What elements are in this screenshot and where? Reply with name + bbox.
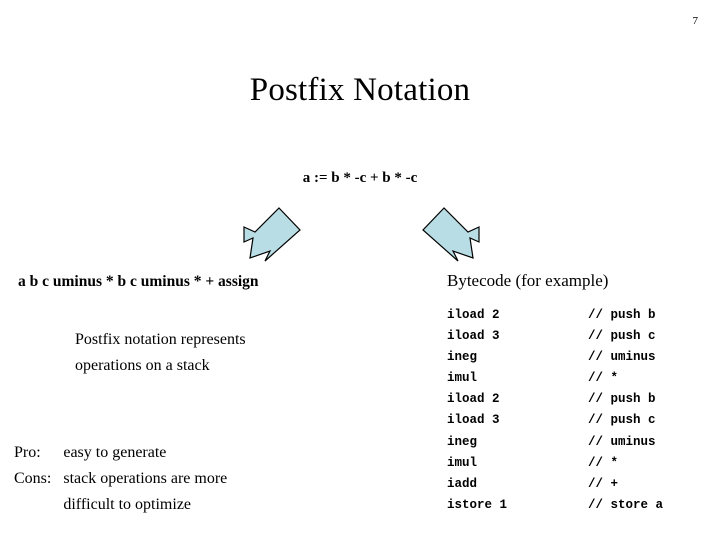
- bytecode-comment: // *: [588, 371, 619, 386]
- bytecode-row: ineg // uminus: [447, 347, 663, 368]
- bytecode-comment: // push c: [588, 413, 656, 428]
- bytecode-row: imul // *: [447, 368, 663, 389]
- bytecode-comment: // push b: [588, 392, 656, 407]
- bytecode-op: ineg: [447, 350, 478, 365]
- table-row: difficult to optimize: [14, 492, 227, 518]
- bytecode-comment: // push c: [588, 329, 656, 344]
- bytecode-op: iload 2: [447, 392, 500, 407]
- bytecode-comment: // store a: [588, 497, 664, 512]
- bytecode-row: imul // *: [447, 453, 663, 474]
- bytecode-row: iload 2 // push b: [447, 305, 663, 326]
- explanation-line: Postfix notation represents: [75, 331, 246, 348]
- cons-text: stack operations are more: [63, 470, 228, 487]
- cons-label: Cons:: [14, 470, 52, 487]
- explanation-line: operations on a stack: [75, 357, 210, 374]
- pros-cons-table: Pro: easy to generate Cons: stack operat…: [14, 440, 227, 518]
- bytecode-listing: iload 2 // push b iload 3 // push c ineg //…: [447, 305, 663, 516]
- bytecode-op: ineg: [447, 434, 478, 449]
- bytecode-op: iload 3: [447, 329, 500, 344]
- bytecode-row: ineg // uminus: [447, 432, 663, 453]
- pro-label: Pro:: [14, 444, 41, 461]
- pro-text: easy to generate: [63, 444, 167, 461]
- arrow-down-right-icon: [422, 207, 480, 262]
- bytecode-op: imul: [447, 371, 478, 386]
- bytecode-comment: // uminus: [588, 434, 656, 449]
- bytecode-op: imul: [447, 455, 478, 470]
- bytecode-comment: // +: [588, 476, 619, 491]
- arrow-down-left-icon: [243, 207, 301, 262]
- cons-text-continuation: difficult to optimize: [63, 496, 192, 513]
- bytecode-comment: // *: [588, 455, 619, 470]
- table-row: Pro: easy to generate: [14, 440, 227, 466]
- page-number: 7: [692, 15, 699, 27]
- explanation-text: Postfix notation represents operations o…: [75, 327, 375, 379]
- page-title: Postfix Notation: [249, 72, 471, 108]
- bytecode-op: iadd: [447, 476, 478, 491]
- bytecode-op: iload 2: [447, 308, 500, 322]
- bytecode-heading: Bytecode (for example): [447, 271, 609, 290]
- source-expression: a := b * -c + b * -c: [302, 170, 418, 186]
- bytecode-op: iload 3: [447, 413, 500, 428]
- bytecode-comment: // push b: [588, 308, 656, 322]
- bytecode-row: iadd // +: [447, 474, 663, 495]
- bytecode-row: iload 3 // push c: [447, 410, 663, 431]
- bytecode-row: iload 2 // push b: [447, 389, 663, 410]
- postfix-expression: a b c uminus * b c uminus * + assign: [18, 273, 259, 290]
- bytecode-comment: // uminus: [588, 350, 656, 365]
- bytecode-op: istore 1: [447, 497, 508, 512]
- bytecode-row: iload 3 // push c: [447, 326, 663, 347]
- cons-label-continuation: [14, 492, 63, 518]
- bytecode-row: istore 1 // store a: [447, 495, 663, 516]
- table-row: Cons: stack operations are more: [14, 466, 227, 492]
